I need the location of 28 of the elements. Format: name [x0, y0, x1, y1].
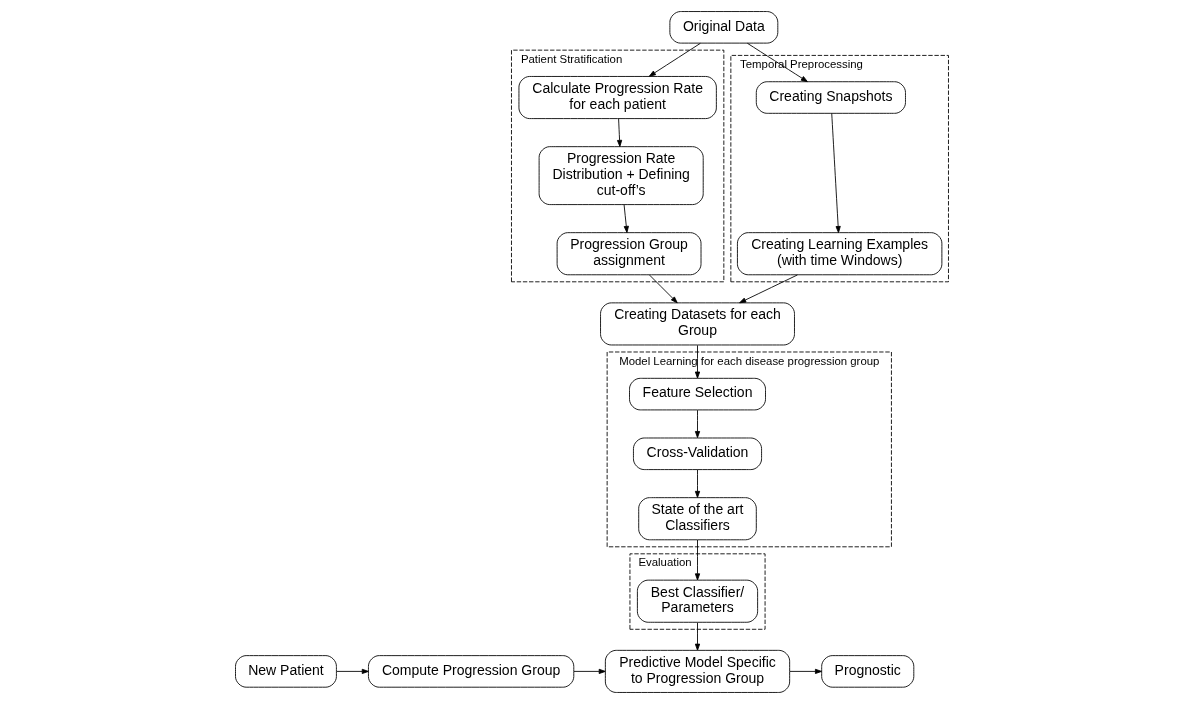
- node-box: Creating Learning Examples (with time Windows): [736, 232, 942, 276]
- node-box: Cross-Validation: [632, 437, 762, 470]
- arrow: [694, 622, 700, 651]
- node-box: Compute Progression Group: [367, 655, 574, 688]
- arrow: [694, 409, 700, 439]
- node-box: Creating Snapshots: [755, 81, 906, 114]
- node-box: Prognostic: [820, 655, 914, 688]
- arrow: [572, 668, 606, 674]
- arrow: [616, 118, 622, 147]
- node-box: Progression Group assignment: [556, 232, 701, 276]
- arrow: [789, 668, 822, 674]
- arrow: [335, 668, 369, 674]
- node-box: Best Classifier/ Parameters: [636, 579, 758, 623]
- arrow: [830, 113, 841, 234]
- node-box: Calculate Progression Rate for each patient: [518, 76, 717, 120]
- node-box: State of the art Classifiers: [637, 497, 757, 541]
- arrow: [648, 42, 701, 77]
- arrow: [694, 469, 700, 498]
- node-box: Creating Datasets for each Group: [599, 302, 795, 346]
- arrow: [694, 344, 700, 379]
- node-box: Progression Rate Distribution + Defining cut-off’s: [538, 146, 704, 205]
- arrow: [623, 204, 629, 233]
- node-box: Predictive Model Specific to Progression Group: [604, 649, 790, 693]
- node-box: Feature Selection: [628, 377, 766, 411]
- arrow: [694, 539, 700, 581]
- node-box: Original Data: [668, 11, 778, 44]
- arrow: [648, 274, 678, 304]
- node-box: New Patient: [234, 655, 337, 688]
